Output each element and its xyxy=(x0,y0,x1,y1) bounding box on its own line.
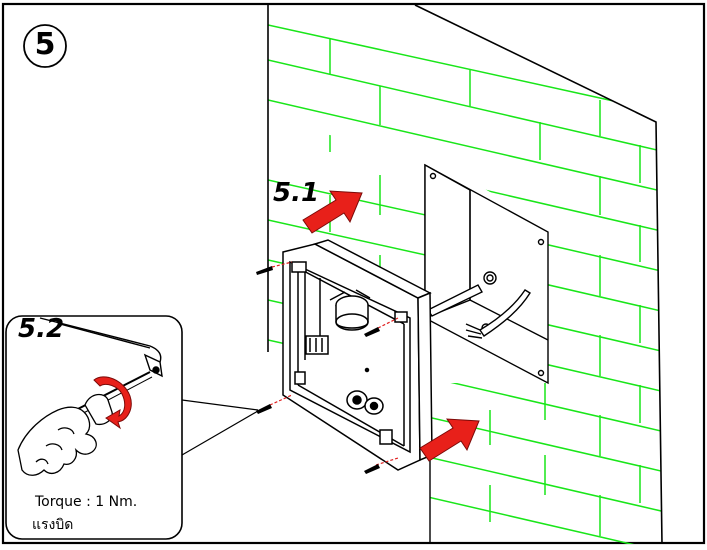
screw-guide xyxy=(375,457,399,466)
detail-leader-lines xyxy=(181,399,259,456)
step-circle xyxy=(23,24,67,68)
direction-arrows xyxy=(302,190,480,462)
screw xyxy=(256,404,272,414)
sub-step-tighten-label: 5.2 xyxy=(18,314,65,344)
screw xyxy=(364,464,380,474)
screw-guide xyxy=(269,394,293,406)
wall-backplate xyxy=(424,163,549,385)
mounting-screws xyxy=(256,261,399,474)
screw-guide xyxy=(377,317,399,329)
arrow-lower xyxy=(419,418,480,462)
arrow-5-1 xyxy=(302,190,363,234)
screw-guide xyxy=(271,261,293,268)
step-number: 5 xyxy=(34,27,56,62)
hand-with-screwdriver xyxy=(17,393,113,476)
enclosure-box xyxy=(282,239,433,471)
torque-label-thai: แรงบิด xyxy=(32,517,74,533)
sub-step-mount-label: 5.1 xyxy=(273,178,320,208)
rotate-arrow xyxy=(93,376,132,430)
torque-label: Torque : 1 Nm. xyxy=(35,494,138,510)
screw xyxy=(364,327,380,337)
detail-inset xyxy=(5,315,183,540)
screw xyxy=(256,266,273,275)
